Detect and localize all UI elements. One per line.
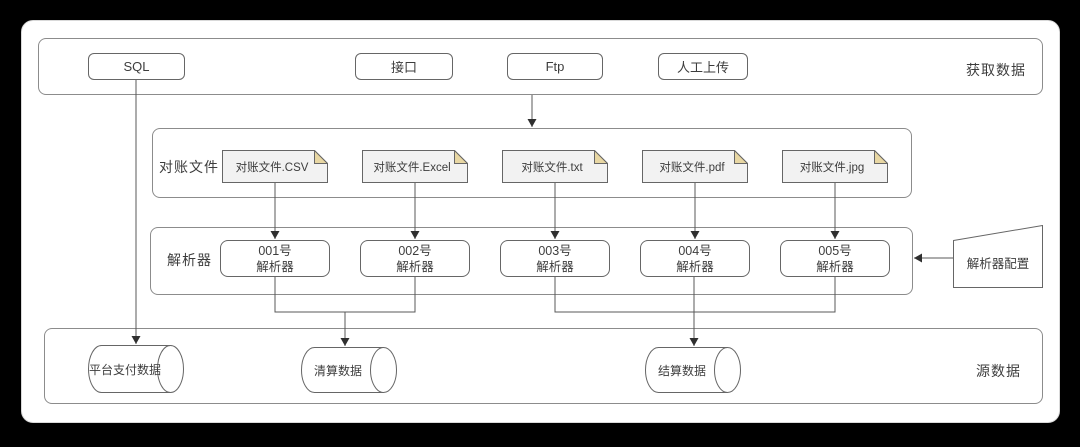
- node-manual-upload-label: 人工上传: [676, 60, 729, 75]
- parser-005-name: 解析器: [816, 259, 854, 274]
- file-pdf: 对账文件.pdf: [642, 150, 748, 183]
- manual-input-shape-icon: [953, 225, 1043, 288]
- label-parsers: 解析器: [167, 252, 212, 268]
- parser-005: 005号 解析器: [780, 240, 890, 277]
- label-acquire-data: 获取数据: [966, 62, 1026, 78]
- parser-004-name: 解析器: [676, 259, 714, 274]
- file-txt-label: 对账文件.txt: [521, 161, 583, 174]
- label-source-data: 源数据: [976, 363, 1021, 379]
- parser-004: 004号 解析器: [640, 240, 750, 277]
- file-csv-label: 对账文件.CSV: [235, 161, 309, 174]
- note-shape-icon: [222, 150, 328, 183]
- parser-002-name: 解析器: [396, 259, 434, 274]
- parser-003-num: 003号: [538, 243, 572, 258]
- store-settlement-data: 结算数据: [645, 347, 741, 393]
- cylinder-shape-icon: [88, 345, 184, 393]
- store-platform-payment-label: 平台支付数据: [88, 362, 161, 377]
- store-clearing-label: 清算数据: [313, 363, 362, 378]
- group-source-data: [44, 328, 1043, 404]
- store-settlement-label: 结算数据: [657, 363, 706, 378]
- parser-config: 解析器配置: [953, 225, 1043, 288]
- note-shape-icon: [362, 150, 468, 183]
- file-csv: 对账文件.CSV: [222, 150, 328, 183]
- node-sql-label: SQL: [123, 59, 150, 74]
- cylinder-shape-icon: [645, 347, 741, 393]
- parser-config-label: 解析器配置: [966, 257, 1030, 271]
- parser-002-num: 002号: [398, 243, 432, 258]
- note-shape-icon: [642, 150, 748, 183]
- parser-003-name: 解析器: [536, 259, 574, 274]
- node-api: 接口: [355, 53, 453, 80]
- file-txt: 对账文件.txt: [502, 150, 608, 183]
- node-manual-upload: 人工上传: [658, 53, 748, 80]
- store-platform-payment-data: 平台支付数据: [88, 345, 184, 393]
- file-jpg: 对账文件.jpg: [782, 150, 888, 183]
- note-shape-icon: [782, 150, 888, 183]
- group-parsers: [150, 227, 913, 295]
- file-jpg-label: 对账文件.jpg: [799, 161, 865, 174]
- file-excel: 对账文件.Excel: [362, 150, 468, 183]
- parser-005-num: 005号: [818, 243, 852, 258]
- group-acquire-data: [38, 38, 1043, 95]
- store-clearing-data: 清算数据: [301, 347, 397, 393]
- file-pdf-label: 对账文件.pdf: [659, 161, 725, 174]
- node-ftp-label: Ftp: [545, 59, 565, 74]
- note-shape-icon: [502, 150, 608, 183]
- parser-001-name: 解析器: [256, 259, 294, 274]
- node-ftp: Ftp: [507, 53, 603, 80]
- parser-002: 002号 解析器: [360, 240, 470, 277]
- parser-003: 003号 解析器: [500, 240, 610, 277]
- parser-001-num: 001号: [258, 243, 292, 258]
- cylinder-shape-icon: [301, 347, 397, 393]
- node-api-label: 接口: [390, 60, 417, 75]
- label-reconciliation-files: 对账文件: [159, 159, 219, 175]
- parser-001: 001号 解析器: [220, 240, 330, 277]
- file-excel-label: 对账文件.Excel: [373, 161, 451, 174]
- parser-004-num: 004号: [678, 243, 712, 258]
- diagram-background: [21, 20, 1060, 423]
- group-reconciliation-files: [152, 128, 912, 198]
- node-sql: SQL: [88, 53, 185, 80]
